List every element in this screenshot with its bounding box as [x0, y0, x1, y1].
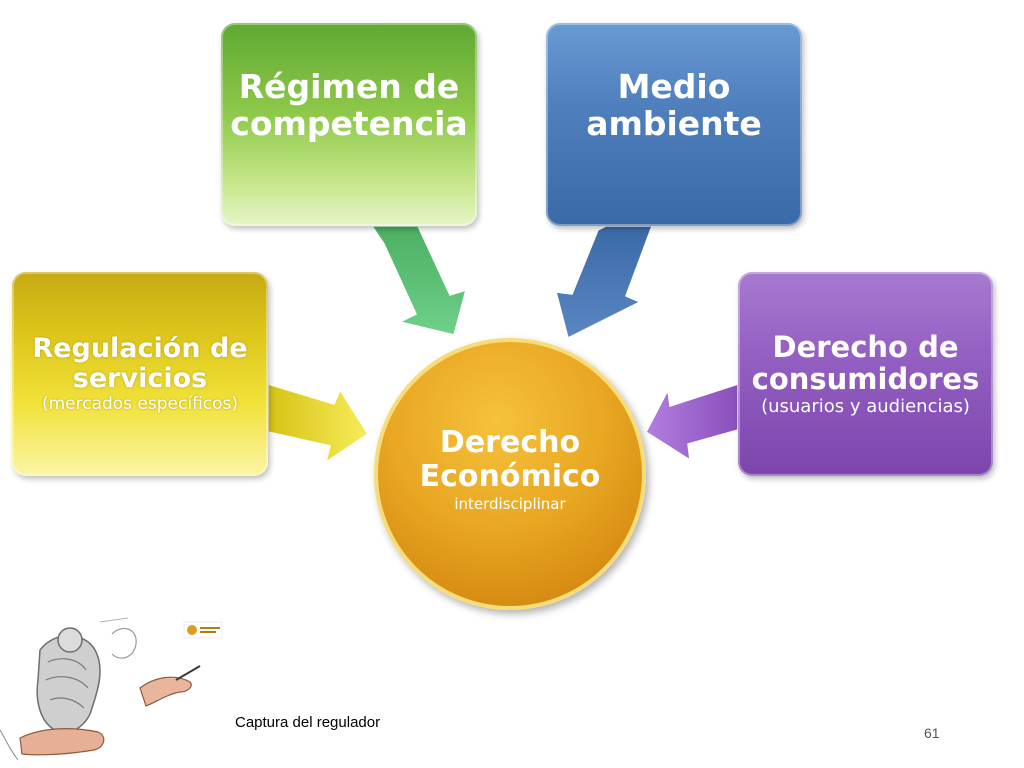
node-derecho-consumidores: Derecho de consumidores (usuarios y audi…: [738, 272, 993, 476]
node-regimen-competencia-title: Régimen de competencia: [230, 66, 468, 143]
center-title: Derecho Económico: [419, 424, 601, 494]
sketch-illustration: [0, 610, 224, 764]
node-regulacion-servicios: Regulación de servicios (mercados especí…: [12, 272, 268, 476]
node-medio-ambiente: Medio ambiente: [546, 23, 802, 226]
node-medio-ambiente-title: Medio ambiente: [586, 66, 762, 143]
center-subtitle: interdisciplinar: [454, 494, 566, 513]
center-derecho-economico: Derecho Económico interdisciplinar: [374, 338, 646, 610]
arrow-consumidores: [645, 382, 739, 462]
node-regulacion-servicios-subtitle: (mercados específicos): [41, 394, 239, 415]
node-derecho-consumidores-subtitle: (usuarios y audiencias): [761, 395, 970, 417]
slide-caption: Captura del regulador: [235, 714, 381, 731]
arrow-ambiente: [554, 225, 654, 340]
node-regulacion-servicios-title: Regulación de servicios: [32, 332, 248, 394]
arrow-competencia: [370, 225, 468, 336]
node-derecho-consumidores-title: Derecho de consumidores: [751, 329, 980, 397]
node-regimen-competencia: Régimen de competencia: [221, 23, 477, 226]
page-number: 61: [924, 725, 940, 741]
arrow-regulacion: [267, 382, 370, 464]
